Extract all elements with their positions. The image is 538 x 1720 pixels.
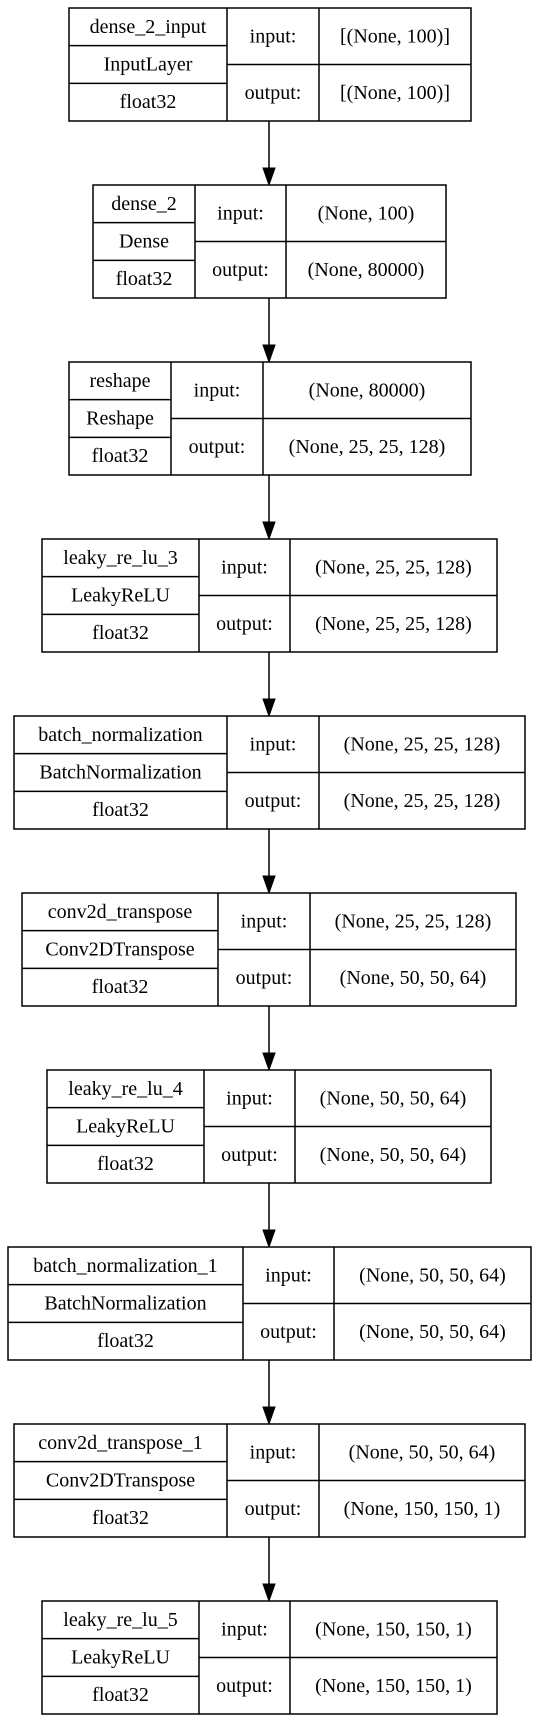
layer-name: batch_normalization: [38, 724, 202, 746]
output-shape: (None, 150, 150, 1): [315, 1675, 472, 1697]
input-shape: (None, 25, 25, 128): [335, 910, 492, 932]
layer-dtype: float32: [92, 1507, 149, 1529]
layer-dtype: float32: [116, 268, 173, 290]
input-label: input:: [221, 556, 268, 578]
layer-name: conv2d_transpose: [48, 901, 193, 923]
input-shape: (None, 150, 150, 1): [315, 1618, 472, 1640]
input-label: input:: [217, 202, 264, 224]
arrowhead-icon: [262, 1052, 276, 1072]
arrowhead-icon: [262, 344, 276, 364]
arrowhead-icon: [262, 521, 276, 541]
input-shape: (None, 100): [318, 202, 415, 224]
connector-arrow: [262, 652, 276, 718]
layer-name: leaky_re_lu_3: [63, 547, 177, 569]
output-shape: [(None, 100)]: [340, 82, 450, 104]
layer-type: Conv2DTranspose: [45, 939, 194, 961]
layer-name: conv2d_transpose_1: [38, 1432, 202, 1454]
input-label: input:: [194, 379, 241, 401]
layer-type: Conv2DTranspose: [46, 1470, 195, 1492]
layer-dtype: float32: [92, 622, 149, 644]
layer-type: LeakyReLU: [71, 1647, 170, 1669]
output-label: output:: [216, 1675, 273, 1697]
layer-dtype: float32: [92, 1684, 149, 1706]
layer-name: dense_2_input: [90, 16, 207, 38]
output-shape: (None, 25, 25, 128): [344, 790, 501, 812]
layer-name: batch_normalization_1: [33, 1255, 217, 1277]
connector-arrow: [262, 298, 276, 364]
layer-type: BatchNormalization: [44, 1293, 206, 1315]
layer-type: LeakyReLU: [71, 585, 170, 607]
input-shape: (None, 50, 50, 64): [320, 1087, 467, 1109]
output-shape: (None, 25, 25, 128): [315, 613, 472, 635]
output-shape: (None, 50, 50, 64): [340, 967, 487, 989]
layer-dtype: float32: [97, 1153, 154, 1175]
layer-type: InputLayer: [104, 54, 193, 76]
output-label: output:: [212, 259, 269, 281]
output-label: output:: [245, 82, 302, 104]
layer-dtype: float32: [92, 799, 149, 821]
connector-arrow: [262, 1006, 276, 1072]
connector-arrow: [262, 829, 276, 895]
layer-type: Reshape: [86, 408, 154, 430]
input-label: input:: [250, 733, 297, 755]
layer-dtype: float32: [92, 976, 149, 998]
output-shape: (None, 25, 25, 128): [289, 436, 446, 458]
input-shape: (None, 50, 50, 64): [359, 1264, 506, 1286]
output-label: output:: [216, 613, 273, 635]
layer-type: LeakyReLU: [76, 1116, 175, 1138]
output-label: output:: [221, 1144, 278, 1166]
output-shape: (None, 50, 50, 64): [359, 1321, 506, 1343]
output-label: output:: [245, 790, 302, 812]
layer-dtype: float32: [120, 91, 177, 113]
arrowhead-icon: [262, 167, 276, 187]
output-shape: (None, 50, 50, 64): [320, 1144, 467, 1166]
arrowhead-icon: [262, 875, 276, 895]
input-shape: (None, 80000): [309, 379, 426, 401]
layer-dtype: float32: [92, 445, 149, 467]
output-shape: (None, 80000): [308, 259, 425, 281]
layer-name: leaky_re_lu_4: [68, 1078, 182, 1100]
output-label: output:: [245, 1498, 302, 1520]
input-label: input:: [241, 910, 288, 932]
input-label: input:: [250, 25, 297, 47]
connector-arrow: [262, 1537, 276, 1603]
input-label: input:: [226, 1087, 273, 1109]
input-label: input:: [221, 1618, 268, 1640]
output-label: output:: [236, 967, 293, 989]
input-shape: (None, 50, 50, 64): [349, 1441, 496, 1463]
layer-name: leaky_re_lu_5: [63, 1609, 177, 1631]
arrowhead-icon: [262, 1229, 276, 1249]
output-shape: (None, 150, 150, 1): [344, 1498, 501, 1520]
connector-arrow: [262, 1360, 276, 1426]
connector-arrow: [262, 1183, 276, 1249]
layer-type: BatchNormalization: [39, 762, 201, 784]
layer-type: Dense: [119, 231, 169, 253]
connector-arrow: [262, 121, 276, 187]
layer-dtype: float32: [97, 1330, 154, 1352]
input-label: input:: [250, 1441, 297, 1463]
arrowhead-icon: [262, 1583, 276, 1603]
input-label: input:: [265, 1264, 312, 1286]
connector-arrow: [262, 475, 276, 541]
layer-name: reshape: [89, 370, 150, 392]
input-shape: [(None, 100)]: [340, 25, 450, 47]
arrowhead-icon: [262, 1406, 276, 1426]
input-shape: (None, 25, 25, 128): [344, 733, 501, 755]
output-label: output:: [260, 1321, 317, 1343]
layer-name: dense_2: [111, 193, 177, 215]
input-shape: (None, 25, 25, 128): [315, 556, 472, 578]
arrowhead-icon: [262, 698, 276, 718]
output-label: output:: [189, 436, 246, 458]
